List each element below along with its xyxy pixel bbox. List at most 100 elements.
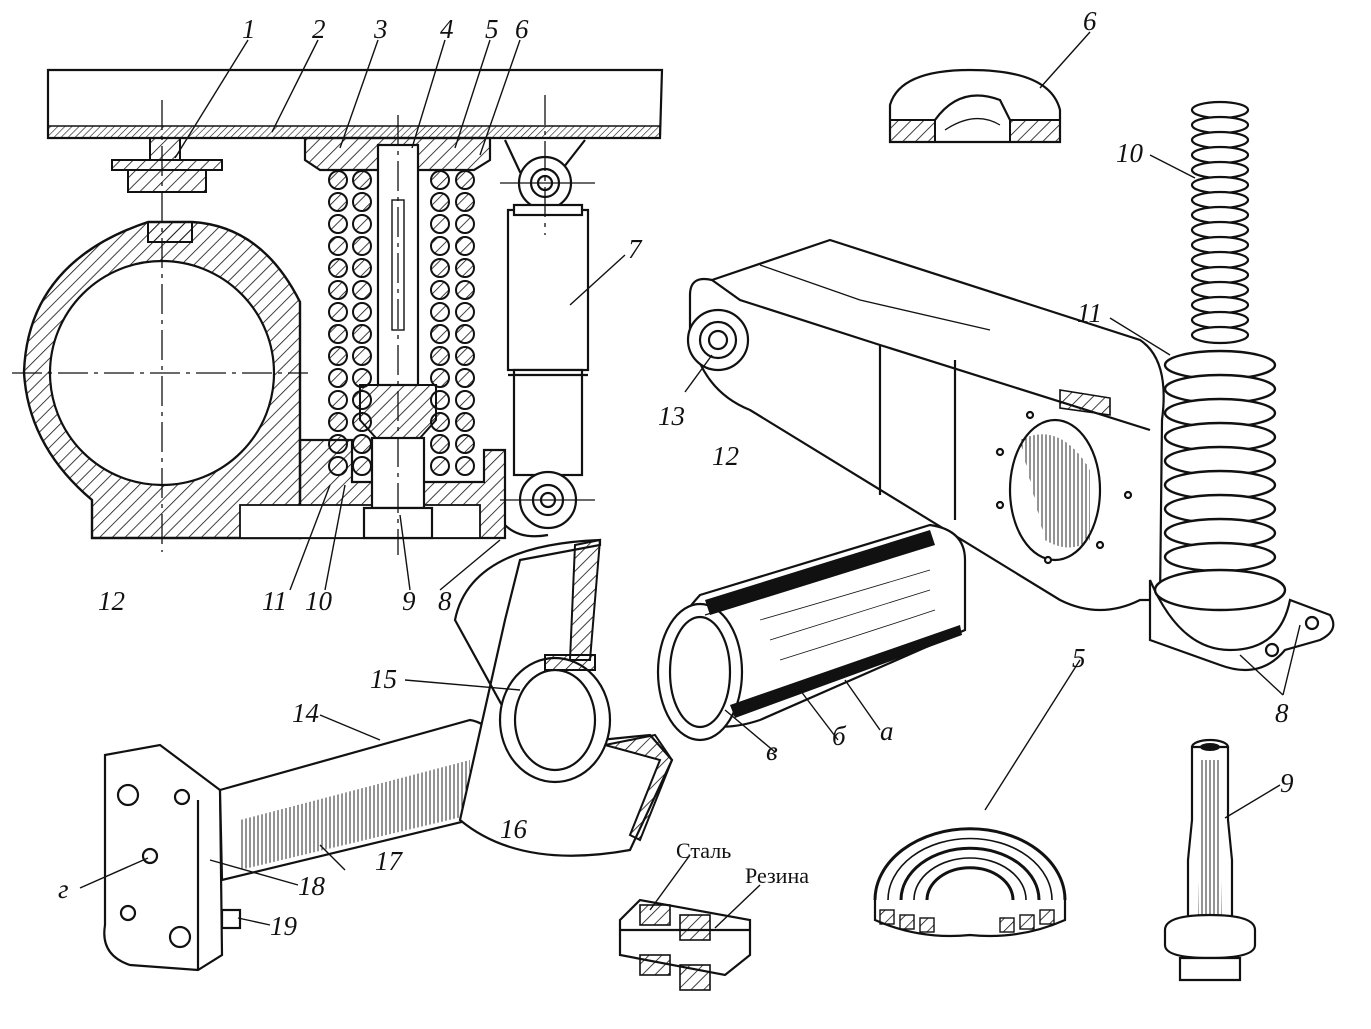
label-2: 2 <box>312 14 326 44</box>
label-18: 18 <box>298 871 326 901</box>
laminate-layer <box>925 866 1015 901</box>
spring-coil-section <box>455 346 475 366</box>
label-14: 14 <box>292 698 319 728</box>
upper-spring-coil <box>1190 205 1250 225</box>
spring-coil-section <box>352 302 372 322</box>
spring-coil-section <box>328 368 348 388</box>
lower-spring-coil <box>1163 541 1277 573</box>
upper-spring-coil <box>1190 145 1250 165</box>
spring-coil-section <box>352 434 372 454</box>
shock-absorber <box>500 95 595 538</box>
spring-coil-section <box>352 456 372 476</box>
balancer-arm <box>686 238 1335 672</box>
spring-coil-section <box>352 236 372 256</box>
spring-coil-section <box>430 302 450 322</box>
spring-coil-section <box>328 192 348 212</box>
spring-coil-section <box>430 434 450 454</box>
spring-coil-section <box>328 258 348 278</box>
upper-spring-coil <box>1190 190 1250 210</box>
spring-coil-section <box>352 324 372 344</box>
spring-coil-section <box>455 214 475 234</box>
spring-coil-section <box>430 280 450 300</box>
spring-coil-section <box>328 280 348 300</box>
leader-lines <box>79 31 1301 929</box>
label-8: 8 <box>438 586 452 616</box>
upper-spring-coil <box>1190 250 1250 270</box>
part-5-laminated-ring <box>873 827 1067 938</box>
label-10-detail: 10 <box>1116 138 1144 168</box>
spring-coil-section <box>455 236 475 256</box>
label-b: б <box>832 721 847 751</box>
upper-spring-coil <box>1190 115 1250 135</box>
spring-coil-section <box>430 170 450 190</box>
label-9-detail: 9 <box>1280 768 1294 798</box>
spring-coil-section <box>430 236 450 256</box>
laminate-layer <box>899 846 1041 901</box>
spring-coil-section <box>328 412 348 432</box>
spring-coil-section <box>328 324 348 344</box>
label-5-detail: 5 <box>1072 643 1086 673</box>
spring-coil-section <box>455 280 475 300</box>
label-1: 1 <box>242 14 256 44</box>
spring-coil-section <box>430 346 450 366</box>
upper-spring-coil <box>1190 310 1250 330</box>
label-a: а <box>880 716 894 746</box>
spring-coil-section <box>352 280 372 300</box>
bushing <box>656 523 967 742</box>
spring-coil-section <box>430 456 450 476</box>
spring-coil-section <box>455 170 475 190</box>
label-steel: Сталь <box>676 838 731 863</box>
label-16: 16 <box>500 814 528 844</box>
spring-coil-section <box>430 214 450 234</box>
spring-coil-section <box>430 324 450 344</box>
spring-coil-section <box>455 456 475 476</box>
label-6-detail: 6 <box>1083 6 1097 36</box>
frame-bottom-sheet <box>47 125 661 139</box>
spring-coil-section <box>352 346 372 366</box>
steel-rubber-sample <box>618 898 752 991</box>
spring-coil-section <box>455 324 475 344</box>
label-12-detail: 12 <box>712 441 739 471</box>
spring-coil-section <box>328 390 348 410</box>
spring-coil-section <box>328 170 348 190</box>
spring-coil-section <box>328 456 348 476</box>
housing-half <box>453 538 674 857</box>
sectional-view <box>12 68 664 555</box>
part-6-rubber-ring <box>888 68 1062 144</box>
upper-spring-coil <box>1190 295 1250 315</box>
spring-coil-section <box>352 214 372 234</box>
spring-coil-section <box>328 236 348 256</box>
labels: 1 2 3 4 5 6 7 8 9 10 11 12 6 10 11 13 12… <box>58 6 1294 941</box>
label-8-detail: 8 <box>1275 698 1289 728</box>
spring-coil-section <box>455 258 475 278</box>
upper-spring-coil <box>1190 100 1250 120</box>
label-v: в <box>766 736 778 766</box>
spring-coil-section <box>328 302 348 322</box>
label-rubber: Резина <box>745 863 809 888</box>
upper-spring-coil <box>1190 160 1250 180</box>
label-19: 19 <box>270 911 298 941</box>
spring-coil-section <box>352 192 372 212</box>
label-9: 9 <box>402 586 416 616</box>
spring-coil-section <box>328 434 348 454</box>
upper-spring-coil <box>1190 265 1250 285</box>
label-6: 6 <box>515 14 529 44</box>
spring-coil-section <box>455 192 475 212</box>
spring-coil-section <box>430 368 450 388</box>
spring-coil-section <box>455 390 475 410</box>
upper-spring-coil <box>1190 220 1250 240</box>
laminate-layer <box>913 857 1027 901</box>
label-13: 13 <box>658 401 685 431</box>
spring-coil-section <box>455 368 475 388</box>
part-9-bolt <box>1163 738 1257 982</box>
upper-spring-coil <box>1190 235 1250 255</box>
upper-spring-coil <box>1190 325 1250 345</box>
label-12: 12 <box>98 586 125 616</box>
label-17: 17 <box>375 846 404 876</box>
laminate-layer <box>887 837 1053 901</box>
label-5: 5 <box>485 14 499 44</box>
label-11-detail: 11 <box>1077 298 1102 328</box>
label-15: 15 <box>370 664 397 694</box>
